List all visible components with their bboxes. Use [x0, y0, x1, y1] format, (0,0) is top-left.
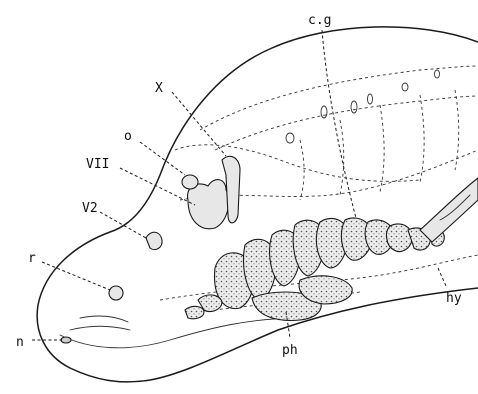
- label-hy: hy: [446, 291, 462, 306]
- nasal-pit: [61, 337, 71, 343]
- label-v2: V2: [82, 201, 98, 216]
- label-ph: ph: [282, 343, 298, 358]
- somite-grid: [300, 90, 459, 200]
- label-r: r: [28, 251, 36, 266]
- leader-r: [42, 262, 110, 290]
- ganglion-v2: [146, 232, 162, 249]
- label-x: X: [155, 81, 163, 96]
- label-o: o: [124, 129, 132, 144]
- hypoglossal: [420, 178, 478, 242]
- label-n: n: [16, 335, 24, 350]
- cranial-ganglia: [286, 70, 440, 143]
- jaw-line: [60, 318, 300, 348]
- nasal-lines: [70, 326, 130, 330]
- label-cg: c.g: [308, 13, 331, 28]
- pharyngeal-arches: [185, 218, 444, 320]
- leader-cg: [322, 30, 356, 218]
- eye-r: [109, 286, 123, 300]
- label-vii: VII: [86, 157, 109, 172]
- leader-hy: [438, 268, 446, 286]
- brain-contour: [175, 145, 420, 182]
- leader-v2: [100, 212, 146, 238]
- neural-tube-inner: [215, 96, 478, 150]
- ganglion-o: [182, 175, 198, 189]
- leader-x: [172, 92, 226, 156]
- neural-tube: [200, 66, 478, 130]
- head-outline: [37, 27, 478, 382]
